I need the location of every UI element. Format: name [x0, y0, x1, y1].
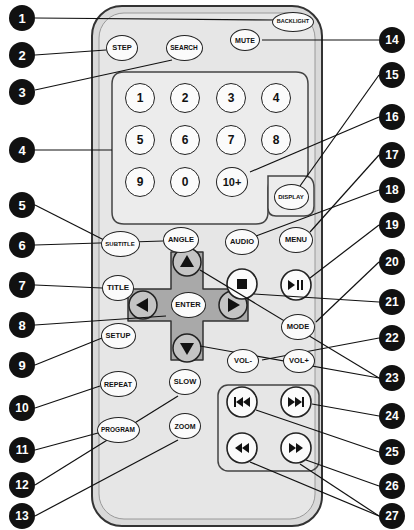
- remote-button: DISPLAY: [274, 184, 309, 210]
- callout-number: 25: [379, 439, 405, 465]
- button-label: 1: [137, 92, 144, 104]
- button-label: 4: [273, 92, 280, 104]
- callout-number: 13: [9, 503, 35, 529]
- callout-number: 12: [9, 472, 35, 498]
- remote-button: STEP: [106, 35, 138, 61]
- button-label: 9: [137, 176, 144, 188]
- remote-button: 8: [261, 125, 291, 155]
- button-label: AUDIO: [230, 238, 254, 246]
- remote-button: SLOW: [169, 369, 201, 395]
- button-label: PROGRAM: [101, 427, 135, 434]
- button-label: TITLE: [107, 284, 129, 292]
- remote-button: SEARCH: [166, 35, 203, 61]
- button-label: 10+: [223, 177, 242, 188]
- callout-number: 15: [379, 62, 405, 88]
- button-label: DISPLAY: [278, 194, 303, 200]
- callout-number: 2: [9, 42, 35, 68]
- remote-button: 5: [125, 125, 155, 155]
- callout-number: 27: [379, 503, 405, 529]
- callout-number: 21: [379, 289, 405, 315]
- remote-button: SUBTITLE: [101, 231, 140, 257]
- callout-number: 11: [9, 437, 35, 463]
- callout-number: 3: [9, 79, 35, 105]
- button-label: VOL+: [289, 357, 309, 365]
- button-label: SLOW: [174, 378, 197, 386]
- button-label: BACKLIGHT: [277, 19, 309, 25]
- remote-button: 10+: [216, 167, 248, 197]
- callout-number: 22: [379, 325, 405, 351]
- callout-number: 7: [9, 272, 35, 298]
- button-label: 2: [182, 92, 189, 104]
- remote-button: ANGLE: [163, 227, 199, 253]
- button-label: REPEAT: [104, 381, 132, 388]
- remote-button: AUDIO: [225, 229, 259, 255]
- callout-number: 16: [379, 104, 405, 130]
- callout-number: 14: [379, 27, 405, 53]
- button-label: 5: [137, 134, 144, 146]
- button-label: STEP: [112, 44, 132, 52]
- remote-button: BACKLIGHT: [272, 12, 314, 32]
- callout-number: 20: [379, 249, 405, 275]
- callout-number: 18: [379, 177, 405, 203]
- remote-button: 7: [216, 125, 246, 155]
- remote-button: 6: [170, 125, 200, 155]
- button-label: 8: [273, 134, 280, 146]
- remote-button: MODE: [281, 314, 315, 340]
- button-label: ZOOM: [175, 423, 196, 430]
- callout-number: 17: [379, 142, 405, 168]
- remote-button: 2: [170, 83, 200, 113]
- remote-button: 0: [170, 167, 200, 197]
- button-label: ENTER: [175, 301, 200, 309]
- callout-number: 9: [9, 352, 35, 378]
- remote-button: VOL+: [283, 349, 315, 373]
- callout-number: 24: [379, 403, 405, 429]
- button-label: SEARCH: [170, 45, 197, 52]
- button-label: VOL-: [234, 357, 252, 365]
- remote-button: 9: [125, 167, 155, 197]
- callout-number: 6: [9, 232, 35, 258]
- remote-button: ZOOM: [169, 413, 201, 439]
- button-label: 7: [228, 134, 235, 146]
- button-label: 3: [228, 92, 235, 104]
- remote-button: MENU: [279, 227, 313, 253]
- callout-number: 4: [9, 137, 35, 163]
- remote-button: SETUP: [101, 323, 136, 349]
- button-label: 6: [182, 134, 189, 146]
- button-label: SETUP: [105, 332, 130, 340]
- button-label: 0: [182, 176, 189, 188]
- button-label: MODE: [287, 323, 310, 331]
- remote-button: TITLE: [102, 275, 134, 301]
- remote-button: 3: [216, 83, 246, 113]
- remote-button: 4: [261, 83, 291, 113]
- callout-number: 26: [379, 473, 405, 499]
- remote-button: PROGRAM: [97, 417, 140, 443]
- remote-button: MUTE: [230, 29, 260, 51]
- button-label: MUTE: [235, 37, 255, 44]
- button-label: ANGLE: [168, 236, 194, 244]
- callout-number: 8: [9, 312, 35, 338]
- callout-number: 1: [9, 5, 35, 31]
- callout-number: 10: [9, 395, 35, 421]
- button-label: SUBTITLE: [105, 241, 134, 247]
- remote-button: VOL-: [227, 349, 259, 373]
- callout-number: 23: [379, 365, 405, 391]
- callout-number: 19: [379, 212, 405, 238]
- button-label: MENU: [285, 236, 307, 244]
- remote-button: REPEAT: [100, 371, 137, 397]
- remote-button: ENTER: [171, 292, 206, 318]
- remote-button: 1: [125, 83, 155, 113]
- callout-number: 5: [9, 192, 35, 218]
